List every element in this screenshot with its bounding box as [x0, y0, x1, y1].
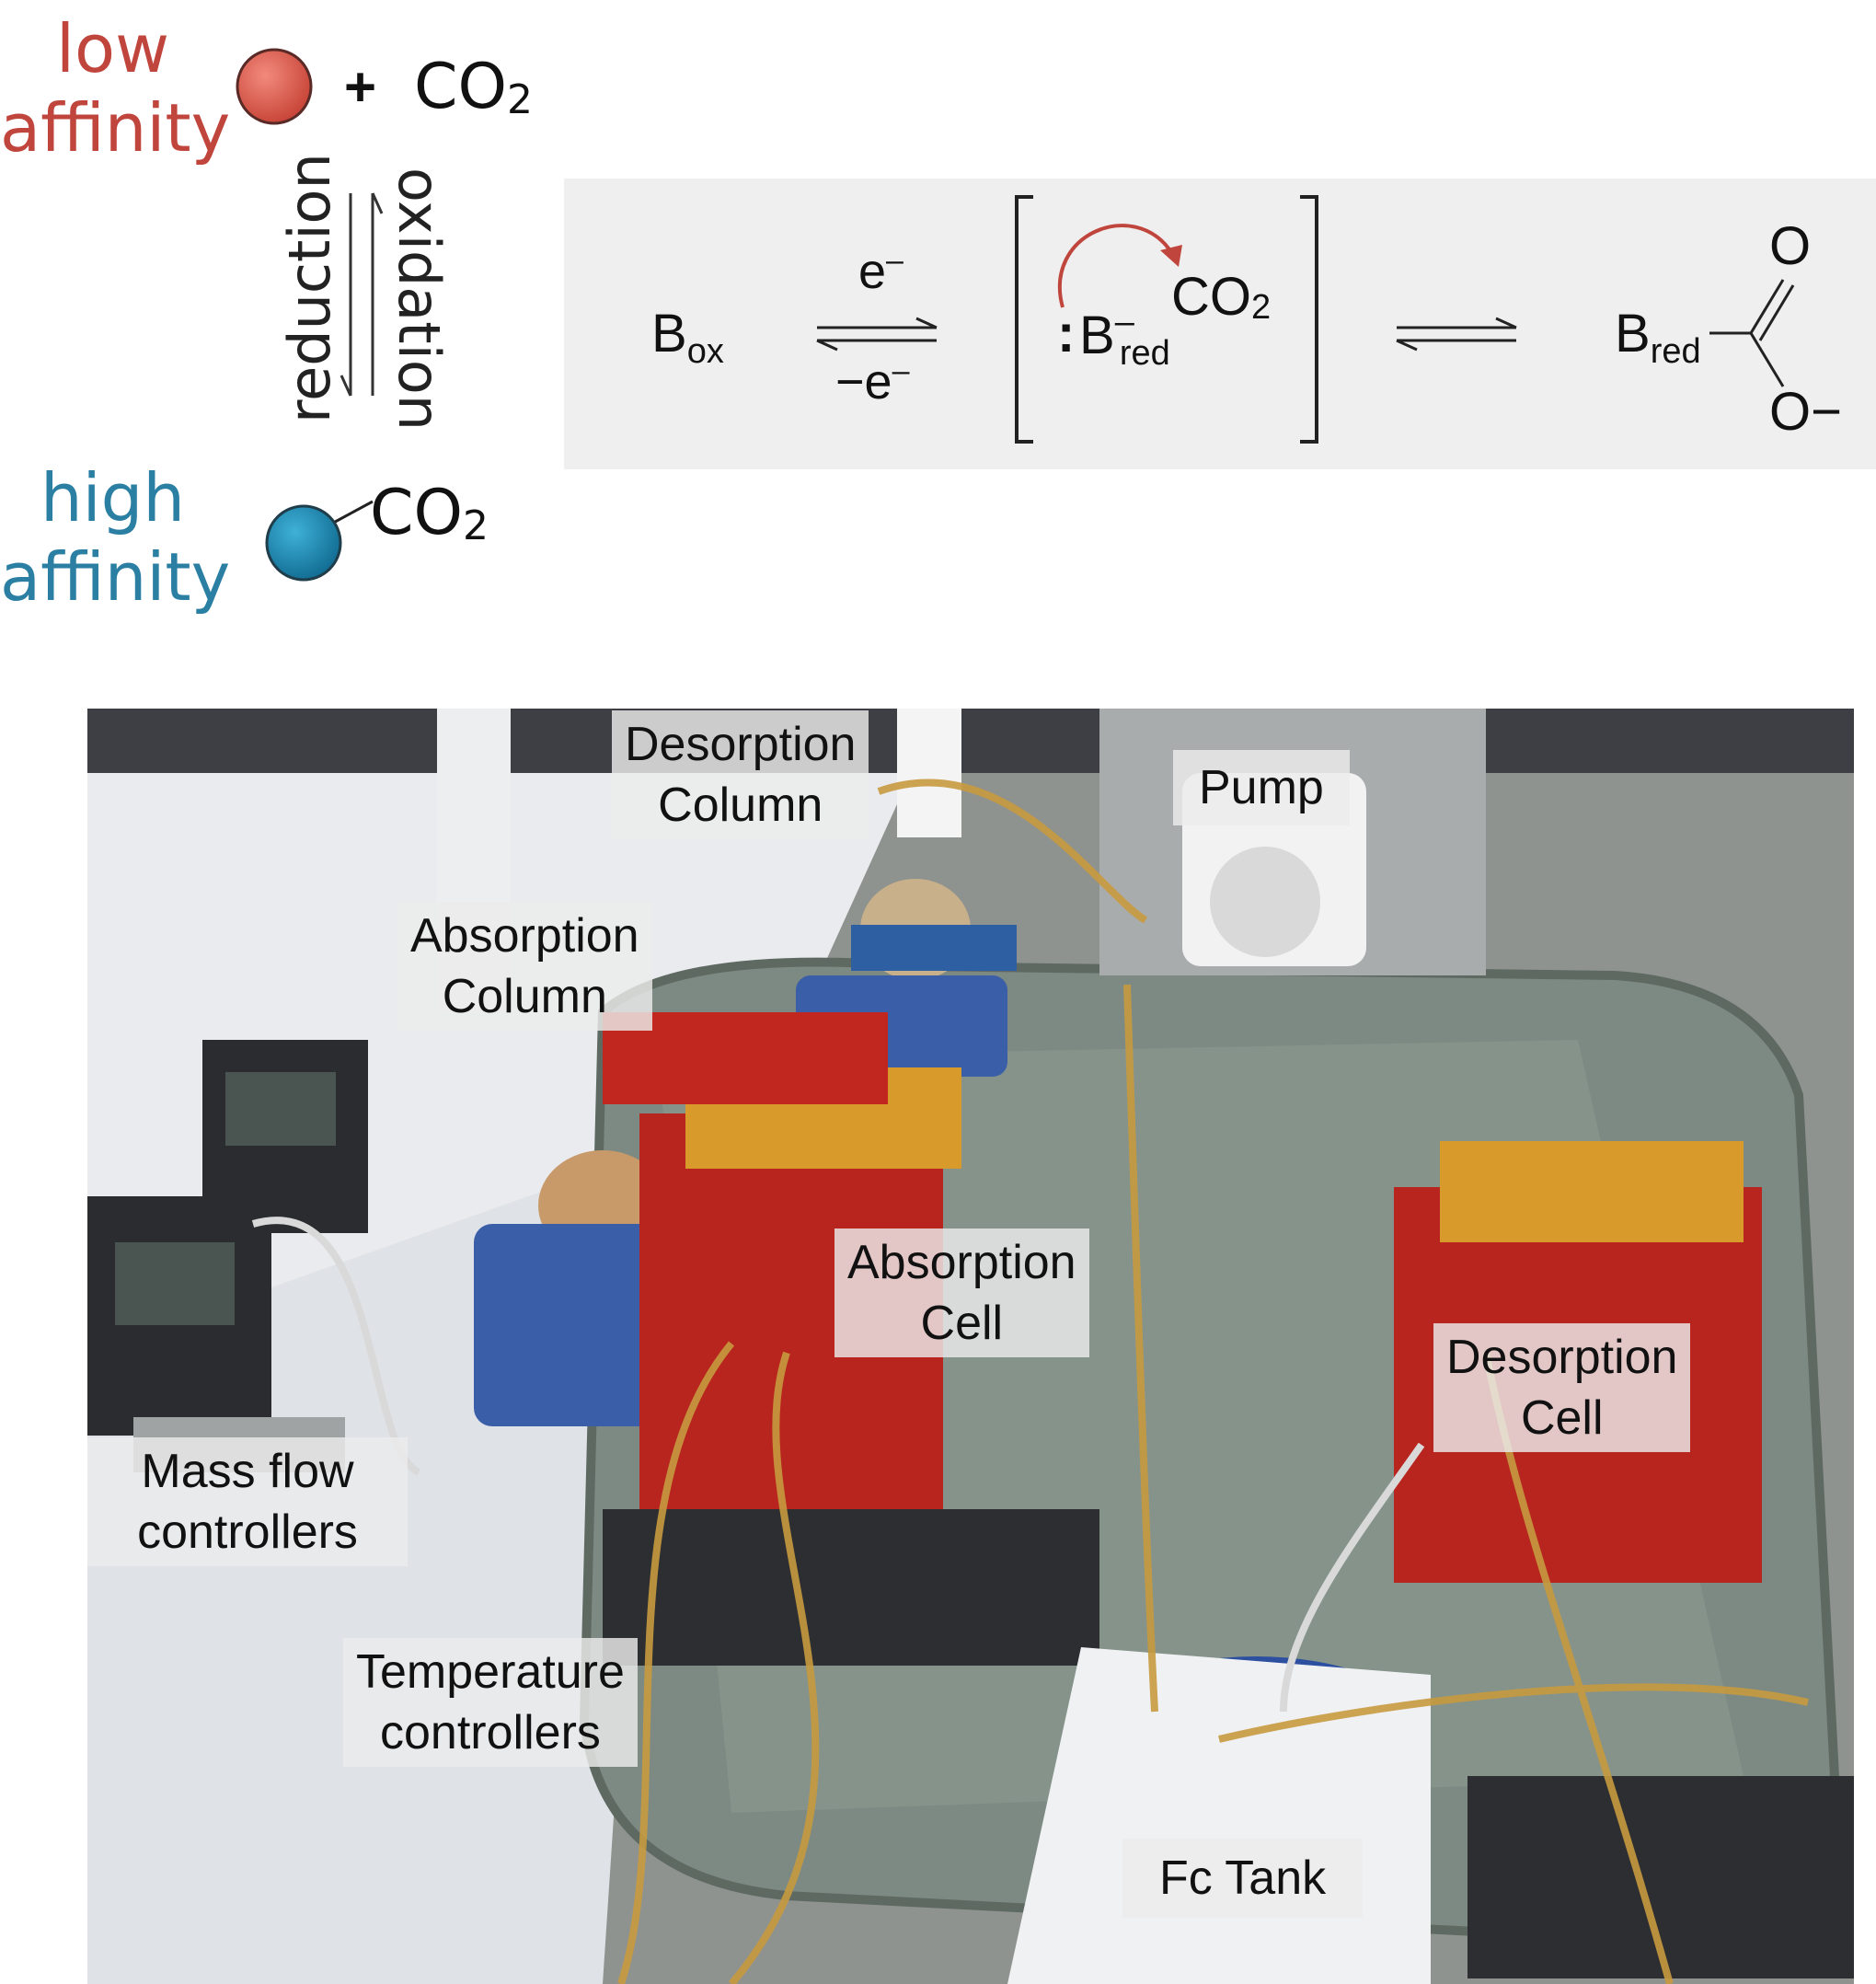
- box-label: Box: [651, 303, 724, 372]
- temperature-controller-unit: [603, 1509, 1099, 1666]
- electron-fwd-main: e: [858, 244, 887, 299]
- co2-mech-main: CO: [1171, 267, 1251, 327]
- low-affinity-ball-icon: [236, 48, 313, 125]
- label-pump: Pump: [1173, 750, 1350, 825]
- reduction-label: reduction: [276, 153, 343, 423]
- label-desorption-cell-line-2: Cell: [1520, 1391, 1604, 1445]
- affinity-scheme-graphics: [236, 48, 384, 582]
- low-affinity-line-1: low: [56, 10, 169, 87]
- co2-label-top: CO2: [414, 51, 533, 123]
- box-sub: ox: [686, 332, 724, 371]
- label-mass-flow-line-1: Mass flow: [141, 1445, 354, 1498]
- label-desorption-cell: Desorption Cell: [1433, 1323, 1691, 1452]
- bred-sup: –: [1114, 303, 1134, 341]
- label-mass-flow-line-2: controllers: [137, 1505, 358, 1559]
- product-base-label: Bred: [1615, 303, 1701, 372]
- reduced-base-label: B–red: [1079, 303, 1170, 374]
- carbonyl-bond-1: [1749, 279, 1785, 334]
- high-affinity-ball-icon: [265, 504, 342, 582]
- co2-top-main: CO: [414, 51, 508, 123]
- co2-mechanism-label: CO2: [1171, 266, 1271, 328]
- mechanism-graphics: [816, 195, 1795, 444]
- label-desorption-column-line-1: Desorption: [625, 718, 857, 771]
- oxide-bond: [1749, 332, 1785, 387]
- high-affinity-label: high affinity: [0, 458, 231, 617]
- co2-bound-main: CO: [370, 477, 464, 549]
- co2-top-sub: 2: [507, 76, 534, 123]
- electron-back-sup: –: [892, 353, 910, 388]
- bred-sub: red: [1119, 334, 1170, 373]
- desorption-column-glass: [897, 709, 961, 837]
- mechanism-panel: Box e– −e– : B–red CO2 Bred O O−: [564, 179, 1876, 469]
- high-affinity-line-1: high: [40, 459, 185, 536]
- product-sub: red: [1650, 332, 1701, 371]
- label-temperature-line-1: Temperature: [356, 1645, 625, 1699]
- label-temperature-controllers: Temperature controllers: [343, 1638, 638, 1767]
- label-desorption-column: Desorption Column: [612, 710, 869, 839]
- co2-label-bound: CO2: [370, 477, 489, 549]
- high-affinity-line-2: affinity: [0, 538, 231, 616]
- setup-photo: Desorption Column Pump Absorption Column…: [87, 709, 1854, 1984]
- label-fc-tank: Fc Tank: [1122, 1839, 1364, 1918]
- label-desorption-column-line-2: Column: [658, 779, 823, 832]
- left-bracket: [1015, 195, 1033, 444]
- oxygen-top-label: O: [1769, 216, 1812, 276]
- electron-back-label: −e–: [835, 353, 910, 410]
- electron-push-arrow: [1058, 224, 1173, 308]
- low-affinity-line-2: affinity: [0, 89, 231, 167]
- label-mass-flow-controllers: Mass flow controllers: [87, 1437, 408, 1566]
- label-absorption-column: Absorption Column: [397, 902, 652, 1031]
- label-desorption-cell-line-1: Desorption: [1446, 1331, 1678, 1384]
- carbonyl-bond-2: [1758, 284, 1795, 341]
- label-absorption-column-line-1: Absorption: [410, 909, 639, 963]
- low-affinity-label: low affinity: [0, 9, 231, 167]
- lone-pair-colon: :: [1057, 304, 1076, 363]
- oxidation-label: oxidation: [386, 167, 453, 432]
- electron-back-main: −e: [835, 354, 892, 409]
- bred-main: B: [1079, 306, 1115, 365]
- label-temperature-line-2: controllers: [380, 1706, 601, 1759]
- co2-bound-sub: 2: [463, 502, 489, 549]
- box-main: B: [651, 304, 687, 363]
- right-bracket: [1300, 195, 1318, 444]
- oxygen-bottom-label: O−: [1769, 382, 1842, 442]
- electron-fwd-sup: –: [886, 243, 903, 278]
- label-absorption-cell-line-2: Cell: [920, 1297, 1004, 1350]
- co2-mech-sub: 2: [1251, 288, 1272, 327]
- label-absorption-column-line-2: Column: [442, 970, 607, 1023]
- product-main: B: [1615, 304, 1651, 363]
- plus-sign: +: [344, 56, 377, 118]
- label-absorption-cell-line-1: Absorption: [847, 1236, 1076, 1289]
- label-absorption-cell: Absorption Cell: [834, 1228, 1089, 1357]
- electron-forward-label: e–: [858, 243, 903, 300]
